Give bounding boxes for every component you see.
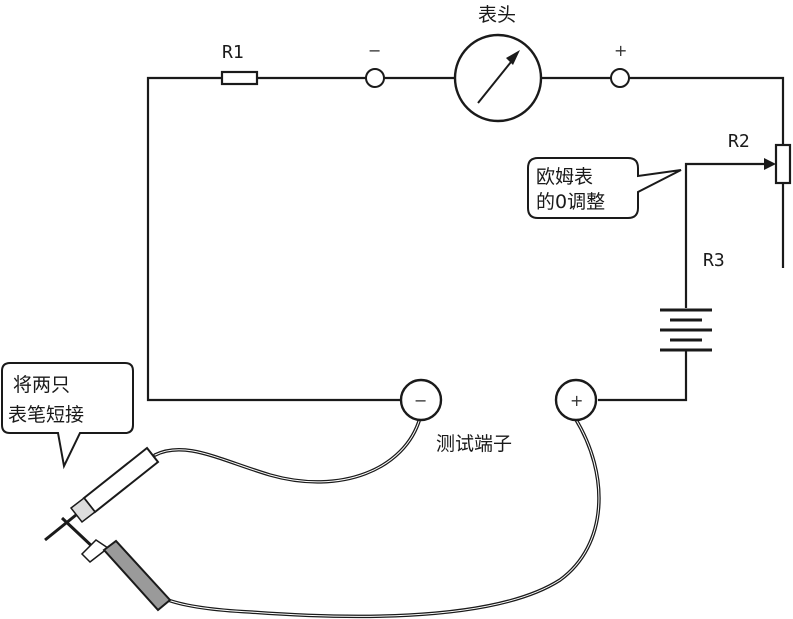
r2-potentiometer <box>774 143 792 185</box>
probe-gray <box>60 516 172 612</box>
black-lead-cable <box>153 416 422 484</box>
meter-plus-terminal <box>610 68 630 88</box>
terminal-minus-sign: − <box>414 391 427 410</box>
meter-minus-terminal <box>365 68 385 88</box>
red-lead-cable <box>166 416 601 619</box>
zero-adjust-line1: 欧姆表 <box>536 166 593 188</box>
r1-resistor <box>220 70 259 86</box>
wire-battery-to-plus <box>598 350 688 402</box>
meter-minus-sign: − <box>368 41 381 60</box>
short-probes-line2: 表笔短接 <box>8 404 84 426</box>
test-terminals-label: 测试端子 <box>436 433 512 455</box>
meter-label: 表头 <box>478 4 516 26</box>
test-terminal-plus: + <box>554 378 598 422</box>
test-lead-cables <box>153 416 601 619</box>
battery-icon <box>660 308 712 352</box>
circuit-wires <box>146 76 785 402</box>
zero-adjust-line2: 的0调整 <box>536 191 605 213</box>
r3-label: R3 <box>703 250 725 271</box>
r2-wiper-arrow <box>764 158 776 170</box>
wire-left-loop <box>146 76 400 402</box>
meter-plus-sign: + <box>614 41 627 60</box>
r2-label: R2 <box>728 131 750 152</box>
wire-right-top <box>629 76 785 145</box>
r1-label: R1 <box>222 42 244 63</box>
terminal-plus-sign: + <box>570 391 583 410</box>
zero-adjust-callout: 欧姆表 的0调整 <box>527 157 682 219</box>
wire-wiper <box>684 162 772 308</box>
short-probes-callout: 将两只 表笔短接 <box>1 362 134 470</box>
test-terminal-minus: − <box>399 378 443 422</box>
short-probes-line1: 将两只 <box>13 374 70 396</box>
meter-icon <box>453 33 543 123</box>
probe-white <box>44 446 160 542</box>
